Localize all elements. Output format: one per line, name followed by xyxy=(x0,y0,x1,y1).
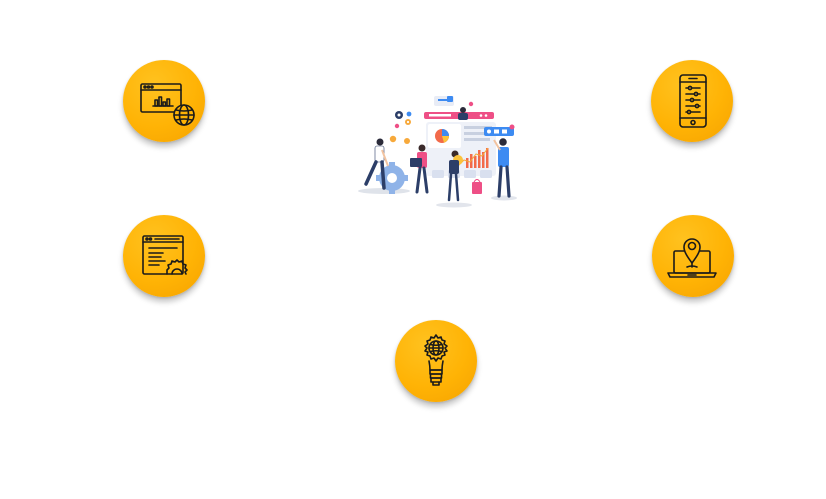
feature-local-seo[interactable] xyxy=(652,215,734,297)
lightbulb-globe-icon xyxy=(424,334,448,386)
feature-analytics[interactable] xyxy=(123,60,205,142)
feature-digital-idea[interactable] xyxy=(395,320,477,402)
team-dashboard-illustration xyxy=(358,96,517,208)
feature-web-development[interactable] xyxy=(123,215,205,297)
smartphone-sliders-icon xyxy=(679,74,707,128)
feature-mobile-app[interactable] xyxy=(651,60,733,142)
browser-gear-icon xyxy=(142,235,188,275)
browser-chart-globe-icon xyxy=(140,83,195,126)
laptop-location-pin-icon xyxy=(667,238,717,278)
